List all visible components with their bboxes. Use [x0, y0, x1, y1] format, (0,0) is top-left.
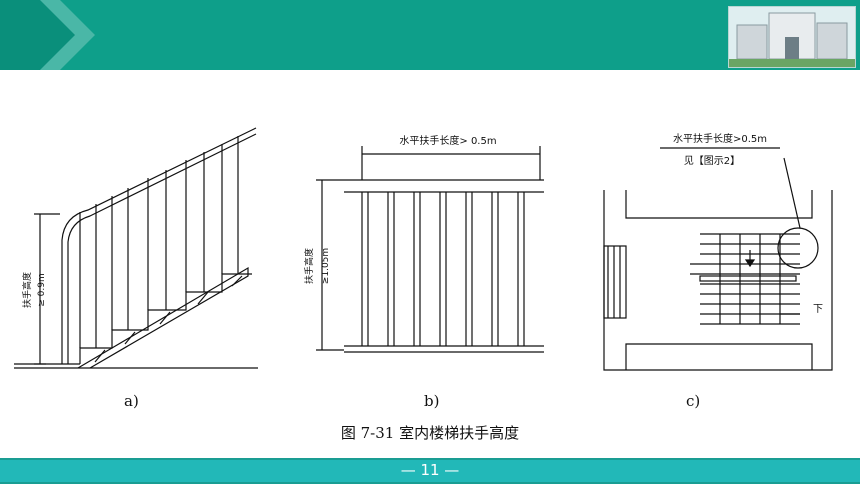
dim-b-value: ≥1.05m — [321, 248, 331, 284]
diagram-a-stair — [14, 127, 258, 369]
caption-b: b) — [424, 392, 440, 410]
dim-a-title: 扶手高度 — [21, 272, 33, 308]
header-chevron-decoration — [0, 0, 95, 70]
dim-a-value: ≥ 0.9m — [37, 273, 47, 306]
figure-title: 图 7-31 室内楼梯扶手高度 — [340, 424, 520, 442]
caption-a: a) — [124, 392, 139, 410]
dim-c-note: 见【图示2】 — [684, 155, 740, 167]
dim-c-horizontal: 水平扶手长度>0.5m — [673, 132, 767, 145]
footer-band — [0, 460, 860, 482]
building-photo-icon — [728, 6, 856, 68]
stair-handrail-figure: 扶手高度 ≥ 0.9m 水平扶手长度> 0.5m 扶手高度 ≥1.05m — [14, 127, 833, 371]
diagram-c-plan — [603, 147, 833, 371]
diagram-b-elevation — [316, 146, 544, 353]
direction-label-down: 下 — [813, 304, 823, 315]
caption-c: c) — [686, 392, 701, 410]
page-number: — 11 — — [400, 461, 460, 479]
header-bar — [0, 0, 860, 70]
dim-b-title: 扶手高度 — [303, 248, 315, 284]
dim-b-horizontal: 水平扶手长度> 0.5m — [399, 134, 496, 147]
